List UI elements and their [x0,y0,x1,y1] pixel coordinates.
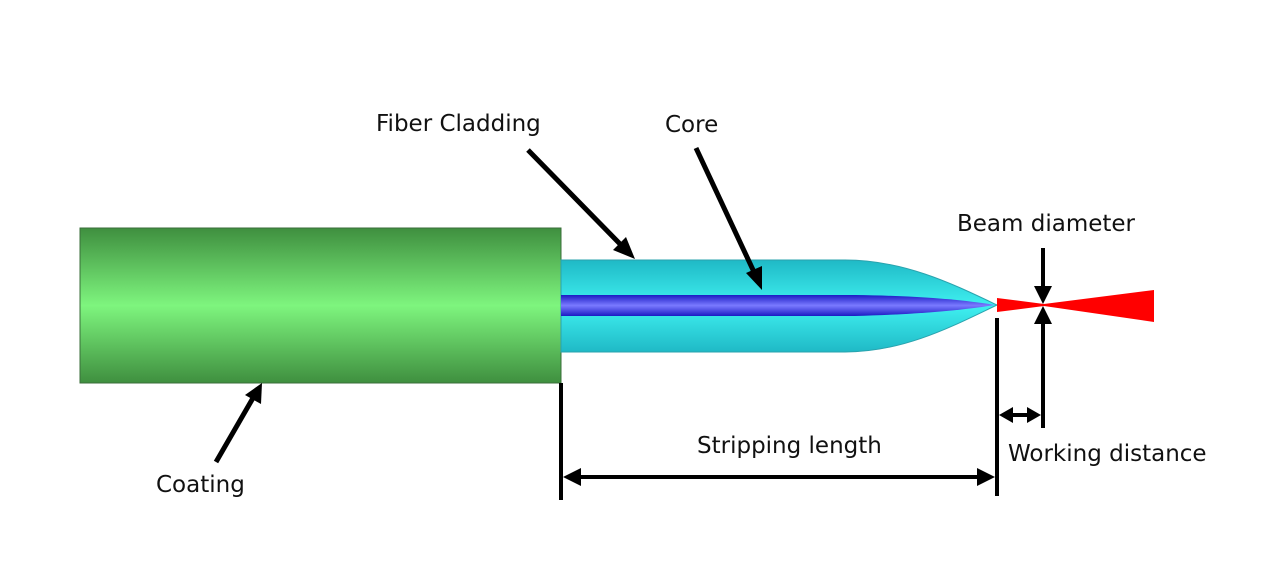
stripping-length-dimension [559,318,999,500]
working-distance-label: Working distance [1008,441,1207,467]
coating-pointer-arrow [213,383,262,464]
beam-diameter-label: Beam diameter [957,211,1136,237]
cladding-pointer-arrow [526,148,635,259]
fiber-cladding-label: Fiber Cladding [376,111,541,137]
coating-shape [79,227,562,384]
working-distance-dimension [999,407,1041,423]
stripping-length-label: Stripping length [697,433,882,459]
beam-diameter-arrows [1034,248,1052,428]
core-pointer-arrow [693,146,762,290]
beam-shape [997,290,1154,322]
core-label: Core [665,112,718,138]
core-shape [561,295,995,316]
coating-label: Coating [156,472,245,498]
